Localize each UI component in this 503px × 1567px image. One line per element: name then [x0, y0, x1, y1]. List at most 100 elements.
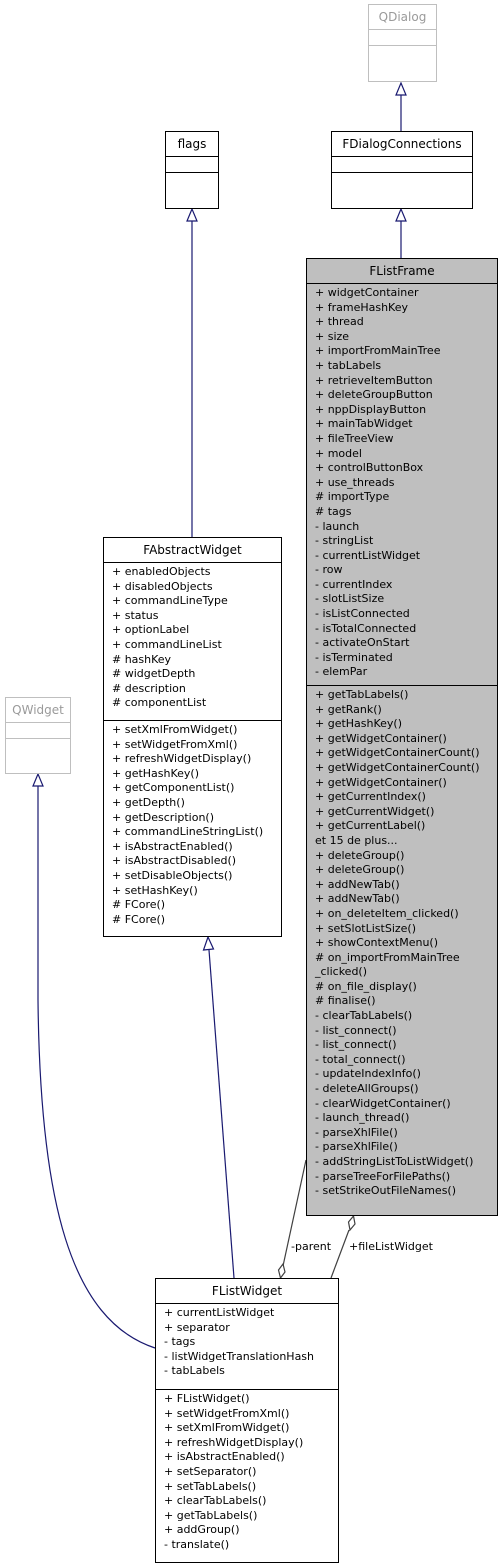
class-attribute: + optionLabel [112, 623, 190, 637]
class-method: + on_deleteItem_clicked() [315, 906, 459, 920]
class-attribute: + frameHashKey [315, 300, 408, 314]
class-flistwidget[interactable]: FListWidget + currentListWidget+ separat… [155, 1278, 339, 1563]
class-method: - updateIndexInfo() [315, 1067, 421, 1081]
class-method: + deleteGroup() [315, 848, 405, 862]
class-method: + isAbstractEnabled() [112, 839, 233, 853]
class-attribute: + use_threads [315, 475, 395, 489]
class-method: - parseTreeForFilePaths() [315, 1169, 451, 1183]
class-fdialogconnections[interactable]: FDialogConnections [331, 131, 473, 209]
class-attribute: + commandLineType [112, 594, 228, 608]
class-method: - deleteAllGroups() [315, 1082, 419, 1096]
class-attribute: + model [315, 446, 362, 460]
class-method: + addNewTab() [315, 877, 400, 891]
class-method: + getWidgetContainer() [315, 731, 447, 745]
class-method: + setSlotListSize() [315, 921, 416, 935]
class-attribute: + separator [164, 1320, 230, 1334]
class-method: # on_file_display() [315, 979, 417, 993]
class-flistwidget-methods: + FListWidget()+ setWidgetFromXml()+ set… [156, 1389, 338, 1557]
class-method: + getWidgetContainerCount() [315, 746, 480, 760]
class-fdialogconnections-title: FDialogConnections [342, 137, 462, 151]
class-attribute: + status [112, 608, 159, 622]
class-method: + isAbstractEnabled() [164, 1450, 285, 1464]
inherit-arrow-qdialog [395, 81, 407, 96]
class-attribute: # widgetDepth [112, 667, 196, 681]
class-qwidget-title: QWidget [12, 703, 64, 717]
class-flistwidget-title: FListWidget [211, 1284, 283, 1298]
class-attribute: + widgetContainer [315, 286, 419, 299]
class-qwidget-methods [6, 738, 70, 754]
class-attribute: - tabLabels [164, 1364, 225, 1378]
class-flistframe-methods: + getTabLabels()+ getRank()+ getHashKey(… [307, 685, 497, 1203]
class-attribute: - isTotalConnected [315, 621, 417, 635]
class-method: - setStrikeOutFileNames() [315, 1184, 457, 1198]
class-method: + getComponentList() [112, 781, 235, 795]
class-method: # FCore() [112, 912, 166, 926]
class-flistframe[interactable]: FListFrame + widgetContainer+ frameHashK… [306, 258, 498, 1216]
class-attribute: - slotListSize [315, 592, 385, 606]
class-attribute: + enabledObjects [112, 565, 211, 578]
class-method: + FListWidget() [164, 1392, 250, 1405]
class-method: + setXmlFromWidget() [164, 1421, 290, 1435]
class-attribute: + tabLabels [315, 358, 382, 372]
class-method: + showContextMenu() [315, 936, 439, 950]
class-method: + getWidgetContainer() [315, 775, 447, 789]
class-attribute: # importType [315, 490, 390, 504]
class-attribute: - activateOnStart [315, 636, 410, 650]
class-method: - list_connect() [315, 1023, 397, 1037]
class-attribute: + currentListWidget [164, 1306, 275, 1319]
class-method: - clearWidgetContainer() [315, 1096, 451, 1110]
class-method: + commandLineStringList() [112, 825, 264, 839]
class-attribute: + importFromMainTree [315, 344, 441, 358]
class-attribute: + controlButtonBox [315, 461, 424, 475]
class-attribute: - launch [315, 519, 360, 533]
class-method: + getDescription() [112, 810, 215, 824]
class-flistframe-title: FListFrame [369, 264, 435, 278]
aggregation-diamond-file-list-widget [347, 1214, 356, 1232]
class-method: + setSeparator() [164, 1464, 257, 1478]
class-method: et 15 de plus... [315, 833, 398, 847]
class-attribute: # hashKey [112, 652, 172, 666]
class-method: + setTabLabels() [164, 1479, 257, 1493]
inherit-arrow-fabstractwidget [202, 935, 215, 951]
class-fabstractwidget[interactable]: FAbstractWidget + enabledObjects+ disabl… [103, 537, 282, 937]
class-method: - parseXhlFile() [315, 1140, 398, 1154]
class-method: - parseXhlFile() [315, 1125, 398, 1139]
class-attribute: - currentIndex [315, 577, 393, 591]
class-qdialog[interactable]: QDialog [368, 4, 437, 82]
class-attribute: - stringList [315, 534, 374, 548]
class-method: + refreshWidgetDisplay() [112, 752, 252, 766]
class-flags[interactable]: flags [165, 131, 219, 209]
class-attribute: # tags [315, 504, 352, 518]
class-method: - addStringListToListWidget() [315, 1155, 474, 1168]
class-fdialogconnections-attributes [332, 156, 472, 172]
class-attribute: - isTerminated [315, 650, 393, 664]
class-method: + getCurrentLabel() [315, 819, 426, 833]
class-attribute: + mainTabWidget [315, 417, 413, 431]
class-attribute: - currentListWidget [315, 548, 421, 562]
aggregation-diamond-parent [277, 1262, 286, 1280]
class-method: - clearTabLabels() [315, 1009, 413, 1023]
class-method: # finalise() [315, 994, 376, 1008]
class-attribute: - isListConnected [315, 607, 410, 621]
class-method: + getHashKey() [315, 717, 403, 731]
class-method: + getWidgetContainerCount() [315, 760, 480, 774]
class-attribute: + retrieveItemButton [315, 373, 433, 387]
class-qwidget[interactable]: QWidget [5, 697, 71, 774]
class-attribute: + commandLineList [112, 637, 222, 651]
class-method: + getDepth() [112, 795, 185, 809]
class-attribute: + size [315, 329, 350, 343]
class-qdialog-attributes [369, 29, 436, 45]
class-attribute: - elemPar [315, 665, 368, 679]
class-method: + deleteGroup() [315, 863, 405, 877]
class-attribute: - row [315, 563, 343, 577]
class-flags-title: flags [177, 137, 207, 151]
class-method: # on_importFromMainTree [315, 950, 460, 964]
class-qdialog-methods [369, 45, 436, 61]
class-method: # FCore() [112, 898, 166, 912]
class-method: _clicked() [315, 965, 368, 979]
class-attribute: # description [112, 681, 186, 695]
class-flistframe-attributes: + widgetContainer+ frameHashKey+ thread+… [307, 283, 497, 685]
edge-flistwidget-to-qwidget [37, 786, 156, 1349]
class-method: + clearTabLabels() [164, 1494, 267, 1508]
